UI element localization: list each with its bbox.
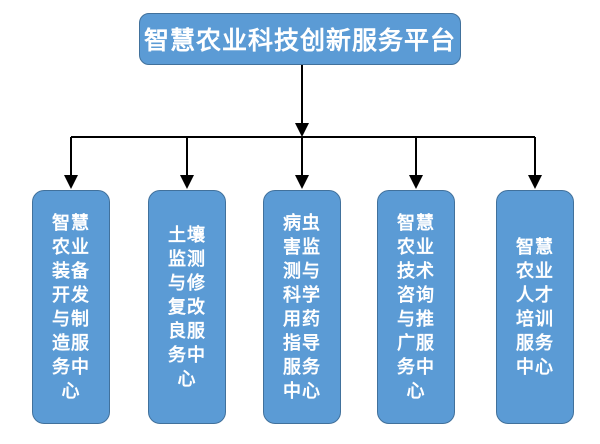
- child-node-equipment: 智慧 农业 装备 开发 与制 造服 务中 心: [32, 190, 110, 424]
- child-node-consulting: 智慧 农业 技术 咨询 与推 广服 务中 心: [377, 190, 455, 424]
- drop-arrow-2: [180, 137, 194, 189]
- drop-arrow-3: [295, 137, 309, 189]
- drop-arrow-4: [409, 137, 423, 189]
- child-node-label: 土壤 监测 与修 复改 良服 务中 心: [168, 225, 206, 389]
- trunk-arrow: [295, 65, 309, 137]
- child-node-soil: 土壤 监测 与修 复改 良服 务中 心: [148, 190, 226, 424]
- drop-arrow-1: [64, 137, 78, 189]
- root-node-label: 智慧农业科技创新服务平台: [143, 27, 456, 55]
- child-node-label: 智慧 农业 装备 开发 与制 造服 务中 心: [52, 213, 90, 401]
- root-node: 智慧农业科技创新服务平台: [139, 13, 461, 65]
- child-node-label: 病虫 害监 测与 科学 用药 指导 服务 中心: [283, 213, 321, 401]
- child-node-pest: 病虫 害监 测与 科学 用药 指导 服务 中心: [263, 190, 341, 424]
- drop-arrow-5: [528, 137, 542, 189]
- child-node-label: 智慧 农业 人才 培训 服务 中心: [516, 237, 554, 377]
- child-node-label: 智慧 农业 技术 咨询 与推 广服 务中 心: [397, 213, 435, 401]
- child-node-talent: 智慧 农业 人才 培训 服务 中心: [496, 190, 574, 424]
